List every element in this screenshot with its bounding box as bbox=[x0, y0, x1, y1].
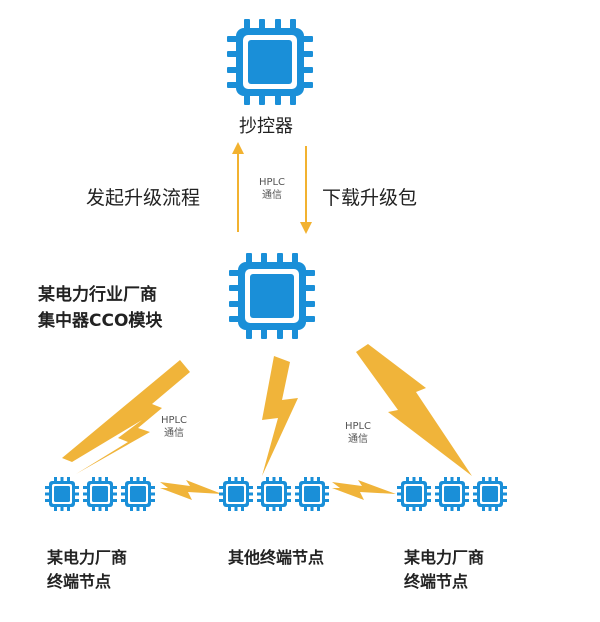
node-chip-icon bbox=[83, 477, 117, 511]
hplc-comm-label-top: HPLC 通信 bbox=[250, 176, 294, 202]
controller-label: 抄控器 bbox=[239, 116, 293, 137]
download-package-label: 下载升级包 bbox=[322, 187, 418, 209]
up-arrow-icon bbox=[232, 142, 244, 232]
group-right-label-line2: 终端节点 bbox=[404, 572, 469, 591]
lightning-link-1-icon bbox=[160, 480, 222, 500]
group-middle-label-line1: 其他终端节点 bbox=[228, 548, 325, 567]
node-chip-icon bbox=[45, 477, 79, 511]
down-arrow-icon bbox=[300, 146, 312, 234]
hplc-comm-label-left: HPLC 通信 bbox=[152, 414, 196, 440]
lightning-link-2-icon bbox=[332, 480, 396, 500]
group-right-label-line1: 某电力厂商 bbox=[404, 548, 485, 567]
group-left-label-line1: 某电力厂商 bbox=[47, 548, 128, 567]
cco-chip-icon bbox=[229, 253, 315, 339]
node-chip-icon bbox=[257, 477, 291, 511]
lightning-right-icon bbox=[356, 344, 472, 476]
hplc-comm-line1: HPLC bbox=[344, 421, 372, 432]
node-chip-icon bbox=[295, 477, 329, 511]
node-chip-icon bbox=[121, 477, 155, 511]
cco-label-line1: 某电力行业厂商 bbox=[38, 285, 157, 305]
lightning-middle-icon bbox=[262, 356, 298, 476]
node-group-left bbox=[45, 477, 155, 511]
controller-chip-icon bbox=[227, 19, 313, 105]
hplc-comm-line2: 通信 bbox=[348, 434, 368, 445]
node-chip-icon bbox=[219, 477, 253, 511]
hplc-comm-line1: HPLC bbox=[160, 415, 188, 426]
node-chip-icon bbox=[397, 477, 431, 511]
hplc-comm-line2: 通信 bbox=[262, 190, 282, 201]
node-chip-icon bbox=[435, 477, 469, 511]
node-chip-icon bbox=[473, 477, 507, 511]
node-group-middle bbox=[219, 477, 329, 511]
hplc-comm-label-right: HPLC 通信 bbox=[336, 420, 380, 446]
hplc-comm-line2: 通信 bbox=[164, 428, 184, 439]
group-left-label-line2: 终端节点 bbox=[47, 572, 112, 591]
initiate-upgrade-label: 发起升级流程 bbox=[86, 187, 201, 209]
cco-label-line2: 集中器CCO模块 bbox=[38, 311, 163, 331]
node-group-right bbox=[397, 477, 507, 511]
hplc-comm-line1: HPLC bbox=[258, 177, 286, 188]
lightning-left-icon bbox=[62, 360, 190, 474]
